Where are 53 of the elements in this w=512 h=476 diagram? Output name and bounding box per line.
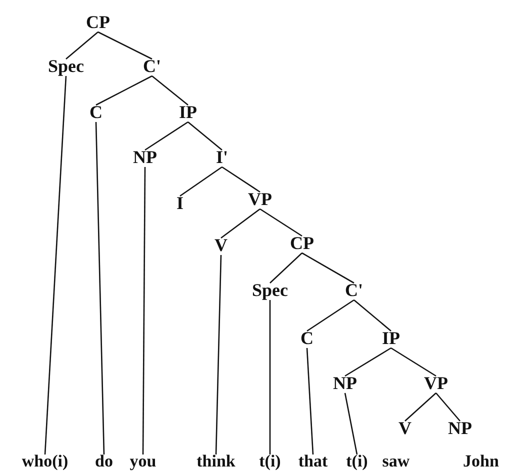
tree-branch bbox=[215, 254, 222, 455]
tree-branch bbox=[152, 76, 188, 106]
tree-branch bbox=[436, 392, 460, 422]
tree-label: do bbox=[95, 452, 113, 470]
tree-label: C' bbox=[345, 281, 363, 299]
tree-label: NP bbox=[133, 148, 157, 166]
tree-branch bbox=[180, 166, 222, 197]
tree-branch bbox=[344, 392, 358, 455]
tree-branch bbox=[144, 121, 188, 151]
tree-label: NP bbox=[448, 419, 472, 437]
tree-label: t(i) bbox=[346, 452, 368, 470]
tree-branch bbox=[269, 300, 271, 454]
tree-branch bbox=[390, 347, 436, 377]
tree-branch bbox=[44, 76, 67, 455]
tree-label: VP bbox=[424, 374, 448, 392]
tree-label: t(i) bbox=[259, 452, 281, 470]
tree-branch bbox=[344, 347, 392, 377]
tree-label: V bbox=[214, 236, 228, 254]
tree-branch bbox=[95, 122, 105, 455]
tree-label: Spec bbox=[48, 57, 84, 75]
tree-branch bbox=[98, 31, 152, 60]
tree-label: that bbox=[298, 452, 328, 470]
tree-branch bbox=[302, 252, 354, 284]
tree-label: NP bbox=[333, 374, 357, 392]
tree-label: CP bbox=[86, 13, 110, 31]
tree-label: think bbox=[196, 452, 236, 470]
tree-label: I' bbox=[216, 148, 228, 166]
tree-branch bbox=[306, 299, 354, 332]
tree-label: Spec bbox=[252, 281, 288, 299]
tree-branch bbox=[260, 208, 302, 237]
tree-label: V bbox=[398, 419, 412, 437]
tree-branch bbox=[270, 252, 302, 284]
tree-branch bbox=[404, 392, 436, 422]
tree-branch bbox=[220, 208, 260, 239]
tree-label: C bbox=[90, 103, 102, 121]
tree-branch bbox=[222, 166, 260, 193]
tree-label: you bbox=[130, 452, 156, 470]
tree-label: CP bbox=[290, 234, 314, 252]
tree-branch bbox=[142, 167, 146, 454]
tree-label: C bbox=[300, 329, 314, 347]
tree-branch bbox=[354, 300, 392, 332]
tree-branch bbox=[66, 32, 98, 60]
tree-label: C' bbox=[143, 57, 161, 75]
tree-label: IP bbox=[382, 329, 400, 347]
tree-branch bbox=[306, 348, 314, 455]
tree-label: VP bbox=[248, 190, 272, 208]
tree-label: who(i) bbox=[22, 452, 68, 470]
tree-branch bbox=[96, 75, 152, 106]
tree-label: John bbox=[463, 452, 499, 470]
tree-label: I bbox=[176, 194, 184, 212]
tree-label: IP bbox=[179, 103, 197, 121]
tree-label: saw bbox=[382, 452, 410, 470]
tree-branch bbox=[188, 122, 222, 150]
